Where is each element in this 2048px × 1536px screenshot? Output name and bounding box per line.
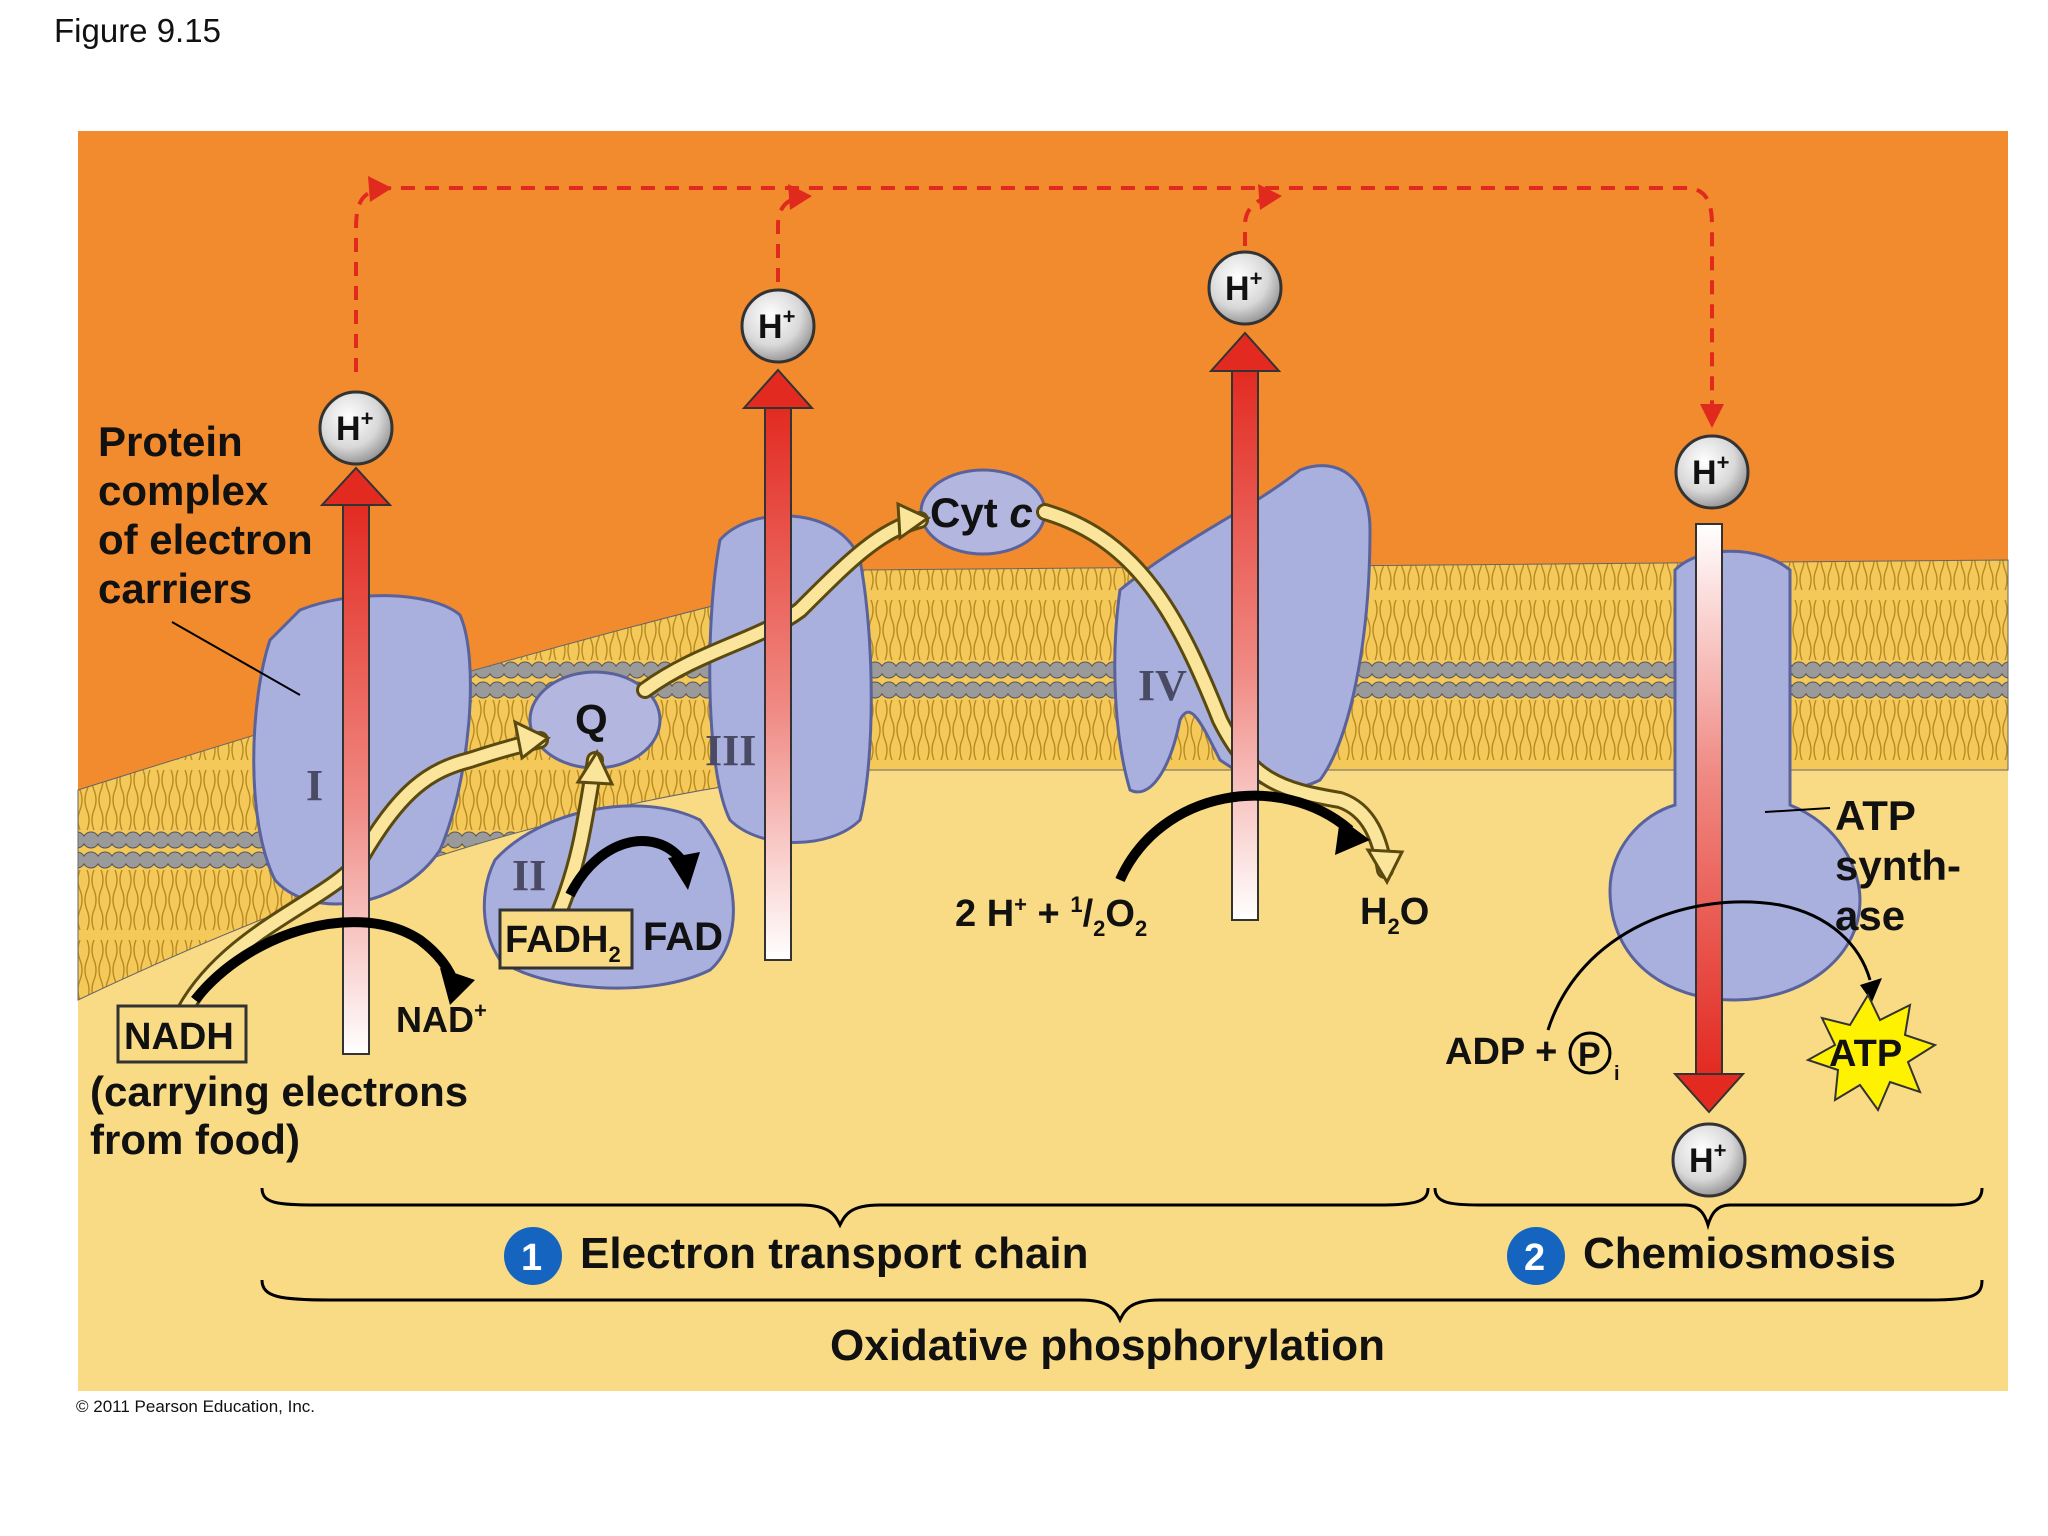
etc-number: 1 [521, 1237, 542, 1279]
electron-arrowhead-cyt [896, 501, 931, 541]
proton-ball-4: H+ [1674, 434, 1750, 510]
proton-ball-3: H+ [1207, 250, 1283, 326]
adp-to-atp-arrow [1546, 900, 1872, 1031]
nadh-to-nad-arrow [191, 917, 460, 1004]
electron-arrowhead-q [512, 719, 551, 761]
protein-complex-label: Protein complex of electron carriers [98, 418, 313, 612]
cyt-c-letter: c [1009, 489, 1032, 536]
proton-ball-5: H+ [1671, 1122, 1747, 1198]
dashed-arrowhead-down [1700, 404, 1724, 428]
etc-label: Electron transport chain [580, 1229, 1089, 1278]
atp-synthase-line-3: ase [1835, 892, 1905, 939]
fad-label: FAD [643, 915, 723, 959]
chemiosmosis-brace [1433, 1187, 1984, 1231]
nadh-label: NADH [124, 1016, 234, 1058]
svg-text:H+: H+ [758, 304, 795, 346]
protein-complex-line-4: carriers [98, 565, 252, 612]
complex-IV-label: IV [1138, 661, 1187, 710]
nadh-note-line-1: (carrying electrons [90, 1068, 468, 1115]
atp-label: ATP [1829, 1033, 1902, 1075]
oxphos-brace [260, 1279, 1984, 1324]
electron-arrowhead-water [1365, 848, 1405, 886]
fadh2-box [498, 908, 634, 970]
fadh2-to-fad-arrow [565, 836, 690, 898]
chemiosmosis-label: Chemiosmosis [1583, 1229, 1896, 1278]
complex-II-label: II [512, 851, 546, 900]
protein-complex-line-2: complex [98, 467, 269, 514]
figure-label: Figure 9.15 [54, 12, 221, 49]
phosphate-letter: P [1578, 1036, 1601, 1074]
proton-arrow-I [319, 466, 393, 1055]
copyright: © 2011 Pearson Education, Inc. [76, 1397, 315, 1416]
proton-arrow-atp-synthase [1672, 523, 1746, 1114]
proton-arrow-IV [1208, 331, 1282, 921]
nad-label: NAD+ [396, 998, 487, 1040]
dashed-arrowhead-2 [788, 184, 812, 210]
nadh-note-line-2: from food) [90, 1116, 300, 1163]
svg-text:H+: H+ [1689, 1138, 1726, 1180]
cyt-text: Cyt [930, 489, 998, 536]
chemiosmosis-number-badge [1507, 1227, 1565, 1285]
atp-synthase-leader [1764, 807, 1831, 813]
dashed-riser-III [776, 196, 799, 282]
protein-complex-leader [171, 621, 301, 696]
protein-complex-line-3: of electron [98, 516, 313, 563]
nadh-to-nad-arrowhead [440, 968, 475, 1005]
oxphos-label: Oxidative phosphorylation [830, 1321, 1385, 1370]
electron-path-nadh-fill [179, 734, 546, 1016]
cyt-c-label: Cyt c [930, 489, 1033, 536]
atp-synthase-line-2: synth- [1835, 842, 1961, 889]
complex-III-label: III [705, 726, 756, 775]
proton-arrow-III [741, 368, 815, 961]
electron-arrowhead-fadh2 [575, 748, 615, 786]
complex-I-label: I [306, 761, 323, 810]
q-label: Q [575, 696, 608, 743]
adp-to-atp-arrowhead [1860, 978, 1882, 1002]
chemiosmosis-number: 2 [1524, 1237, 1545, 1279]
phosphate-subscript: i [1614, 1063, 1620, 1085]
atp-synthase [1608, 549, 1862, 1002]
proton-ball-2: H+ [740, 288, 816, 364]
dashed-arrowhead-1 [368, 176, 392, 202]
atp-synthase-line-1: ATP [1835, 792, 1916, 839]
adp-label: ADP + [1445, 1031, 1557, 1073]
fadh2-label: FADH2 [505, 919, 621, 967]
nadh-box [116, 1004, 248, 1064]
svg-text:H+: H+ [1692, 450, 1729, 492]
electron-path-q-cyt-fill [639, 514, 926, 696]
proton-recirculation-path [354, 186, 1714, 415]
etc-number-badge [504, 1227, 562, 1285]
oxygen-to-water-arrow [1115, 790, 1354, 883]
phosphate-circle [1568, 1031, 1612, 1075]
water-label: H2O [1360, 891, 1429, 939]
oxygen-label: 2 H+ + 1/2O2 [955, 892, 1147, 941]
svg-text:H+: H+ [1225, 266, 1262, 308]
fadh2-to-fad-arrowhead [668, 852, 700, 890]
atp-starburst [1805, 992, 1938, 1113]
etc-brace [260, 1187, 1430, 1229]
dashed-arrowhead-3 [1258, 184, 1282, 210]
proton-ball-1: H+ [318, 390, 394, 466]
oxygen-to-water-arrowhead [1335, 818, 1370, 855]
svg-text:H+: H+ [336, 406, 373, 448]
protein-complex-line-1: Protein [98, 418, 243, 465]
